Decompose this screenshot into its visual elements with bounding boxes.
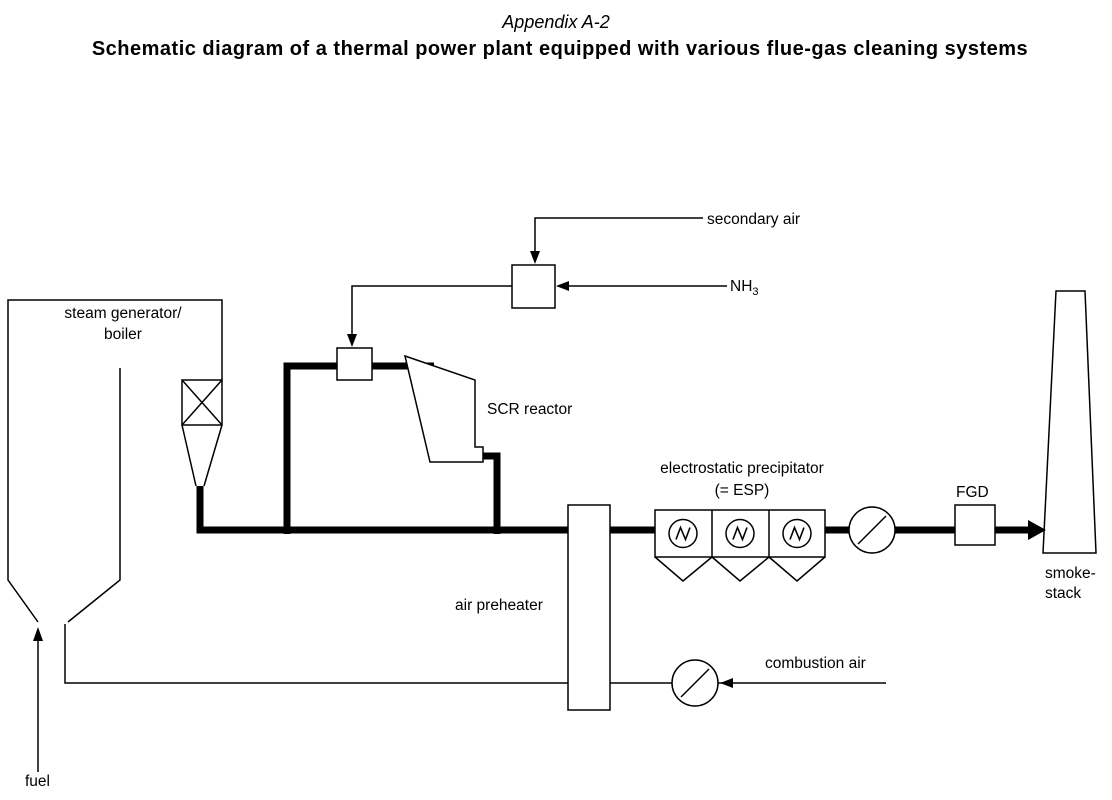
esp-dividers	[711, 510, 770, 557]
scr-reactor-label: SCR reactor	[487, 401, 572, 418]
esp-label-line2: (= ESP)	[715, 482, 770, 499]
nh3-mixer-box	[511, 264, 556, 309]
boiler-label-line1: steam generator/	[64, 305, 182, 322]
secondary-air-arrowhead	[530, 251, 540, 264]
fgd-box	[954, 504, 996, 546]
injection-box	[336, 347, 373, 381]
air-preheater-box	[567, 504, 611, 711]
nh3-arrowhead	[556, 281, 569, 291]
flue-main-line	[196, 486, 568, 534]
nh3-label-main: NH	[730, 278, 752, 295]
esp-hoppers	[654, 556, 826, 582]
page-subtitle: Schematic diagram of a thermal power pla…	[92, 38, 1028, 60]
secondary-air-label: secondary air	[707, 211, 800, 228]
flue-scr-inlet-line	[283, 362, 434, 534]
nh3-label: NH3	[730, 278, 759, 298]
stack-inlet-arrowhead	[1028, 520, 1046, 540]
fuel-label: fuel	[25, 773, 50, 790]
combustion-air-arrowhead	[720, 678, 733, 688]
scr-reactor-vessel	[403, 354, 484, 463]
arrowheads	[33, 251, 1046, 688]
fgd-label: FGD	[956, 484, 989, 501]
smokestack-shape	[1042, 290, 1097, 554]
id-fan-blade	[857, 515, 887, 545]
smokestack-label-line1: smoke-	[1045, 565, 1096, 582]
nh3-label-subscript: 3	[752, 286, 758, 298]
flue-gas-path	[196, 362, 1030, 534]
combustion-air-label: combustion air	[765, 655, 866, 672]
esp-zigzag-icon-2	[732, 525, 748, 542]
secondary-air-line	[534, 217, 703, 252]
boiler-outline	[7, 299, 223, 623]
boiler-inner-wall	[67, 368, 121, 623]
esp-zigzag-icon-1	[675, 525, 691, 542]
diagram-labels: Appendix A-2 Schematic diagram of a ther…	[25, 12, 1096, 790]
injection-line	[351, 285, 512, 335]
boiler-label-line2: boiler	[104, 326, 142, 343]
fuel-arrowhead	[33, 627, 43, 641]
esp-label-line1: electrostatic precipitator	[660, 460, 824, 477]
injection-arrowhead	[347, 334, 357, 347]
combustion-air-fan-blade	[680, 668, 710, 698]
air-preheater-label: air preheater	[455, 597, 543, 614]
esp-zigzag-icon-3	[789, 525, 805, 542]
combustion-air-line	[64, 624, 886, 684]
page-title: Appendix A-2	[501, 12, 609, 32]
boiler-hopper	[181, 424, 223, 487]
flue-scr-outlet-line	[481, 452, 501, 534]
smokestack-label-line2: stack	[1045, 585, 1081, 602]
heat-exchanger-cross	[181, 379, 223, 426]
equipment	[7, 264, 1097, 711]
thin-process-lines	[37, 217, 886, 772]
